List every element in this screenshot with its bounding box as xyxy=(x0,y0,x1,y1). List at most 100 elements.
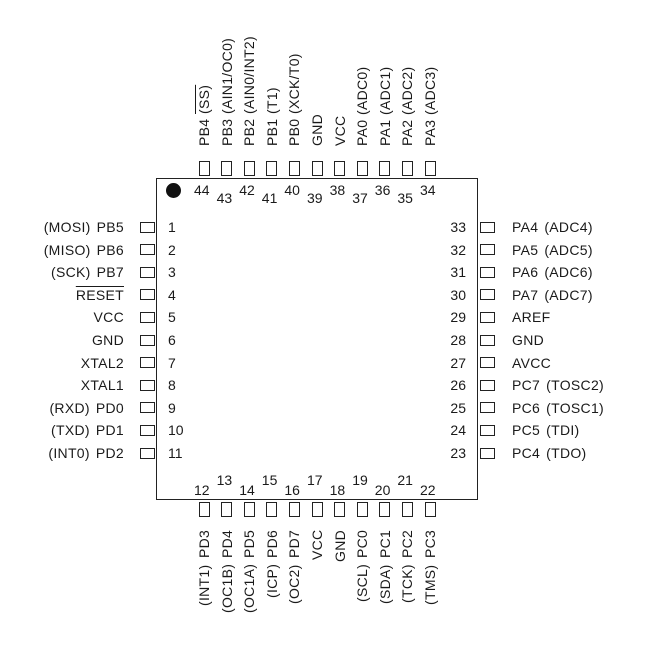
pin-alt-function: (TCK) xyxy=(399,564,416,603)
pin-pad-5 xyxy=(140,311,155,323)
pin-pad-38 xyxy=(334,161,346,176)
pin-name-gnd: GND xyxy=(91,332,124,348)
pin-number-2: 2 xyxy=(168,241,176,258)
pin-number-5: 5 xyxy=(168,309,176,326)
pin-alt-function: (ICP) xyxy=(263,564,280,599)
pin-name-vcc: VCC xyxy=(93,309,124,326)
pin-pad-11 xyxy=(140,447,155,459)
pin-number-25: 25 xyxy=(450,399,466,416)
pin-number-30: 30 xyxy=(450,286,466,303)
pin-pad-41 xyxy=(266,161,278,176)
pin-number-37: 37 xyxy=(352,190,368,206)
pin-name-pb0: PB0 xyxy=(286,118,303,146)
pin-pad-40 xyxy=(288,161,300,176)
pin-number-24: 24 xyxy=(450,422,466,439)
pin-alt-function: (TDI) xyxy=(546,422,580,439)
pin-alt-function: (ADC6) xyxy=(544,264,593,281)
pin-alt-function: (T1) xyxy=(263,86,280,114)
pin-number-29: 29 xyxy=(450,309,466,326)
pin-name-pc3: PC3 xyxy=(422,530,438,559)
pin-number-35: 35 xyxy=(397,190,413,206)
pin-pad-20 xyxy=(379,502,391,517)
pin-number-22: 22 xyxy=(420,482,436,498)
pin-number-20: 20 xyxy=(374,482,391,498)
pin-alt-function: (TOSC1) xyxy=(546,399,604,416)
pin-number-10: 10 xyxy=(168,422,184,439)
pin-alt-function: (INT0) xyxy=(48,445,90,461)
pin-number-17: 17 xyxy=(307,472,323,488)
pin-pad-44 xyxy=(198,161,210,176)
pin-name-pd5: PD5 xyxy=(241,530,258,559)
pin-name-gnd: GND xyxy=(512,332,545,348)
pin-number-19: 19 xyxy=(352,472,368,488)
pin-alt-function: (AIN1/OC0) xyxy=(218,37,235,114)
pin-pad-2 xyxy=(140,244,155,256)
pin-name-pb2: PB2 xyxy=(241,118,258,146)
pin-alt-function: (INT1) xyxy=(196,564,212,606)
pin-number-40: 40 xyxy=(284,182,300,198)
pin-name-pa3: PA3 xyxy=(422,119,438,146)
pin-name-pd1: PD1 xyxy=(95,422,124,439)
pin-name-pd3: PD3 xyxy=(196,530,212,559)
pin-name-pb4: PB4 xyxy=(196,118,212,146)
pin-name-pa0: PA0 xyxy=(354,119,371,146)
pin-name-pb6: PB6 xyxy=(96,241,124,258)
pin-pad-39 xyxy=(311,161,323,176)
pin-number-7: 7 xyxy=(168,354,176,371)
pin-number-41: 41 xyxy=(261,190,278,206)
pin-number-3: 3 xyxy=(168,264,176,281)
pin-name-pa5: PA5 xyxy=(512,241,539,258)
pin-name-pc7: PC7 xyxy=(512,377,541,394)
pin-alt-function: (SCK) xyxy=(51,264,91,281)
pin-number-33: 33 xyxy=(450,219,466,235)
pin-name-pd2: PD2 xyxy=(95,445,124,461)
pin-name-gnd: GND xyxy=(331,530,348,563)
pin-number-43: 43 xyxy=(216,190,233,206)
pin-name-pc2: PC2 xyxy=(399,530,416,559)
pin1-indicator-dot xyxy=(166,183,181,198)
pin-number-18: 18 xyxy=(329,482,346,498)
pin-number-32: 32 xyxy=(450,241,466,258)
pin-pad-29 xyxy=(480,311,495,323)
pin-pad-35 xyxy=(401,161,413,176)
pin-pad-3 xyxy=(140,266,155,278)
pin-name-vcc: VCC xyxy=(331,115,348,146)
pin-name-xtal1: XTAL1 xyxy=(80,377,124,394)
pin-alt-function: (TMS) xyxy=(422,564,438,605)
pin-alt-function: (RXD) xyxy=(49,399,90,416)
pin-name-pa6: PA6 xyxy=(512,264,539,281)
pin-number-11: 11 xyxy=(168,445,183,461)
pin-name-pd0: PD0 xyxy=(95,399,124,416)
pin-pad-1 xyxy=(140,221,155,233)
pin-name-xtal2: XTAL2 xyxy=(80,354,124,371)
pin-number-14: 14 xyxy=(239,482,255,498)
pin-number-27: 27 xyxy=(450,354,466,371)
pin-alt-function: (ADC4) xyxy=(544,219,593,235)
pin-name-pb3: PB3 xyxy=(218,118,235,146)
pin-number-28: 28 xyxy=(450,332,466,348)
pin-alt-function: (ADC7) xyxy=(544,286,593,303)
pin-alt-function: (SS) xyxy=(196,84,212,114)
pin-pad-10 xyxy=(140,424,155,436)
pin-pad-24 xyxy=(480,424,495,436)
pin-number-26: 26 xyxy=(450,377,466,394)
pin-pad-4 xyxy=(140,289,155,301)
pin-pad-7 xyxy=(140,357,155,369)
pin-pad-22 xyxy=(424,502,436,517)
pin-alt-function: (TDO) xyxy=(546,445,587,461)
pin-alt-function: (ADC5) xyxy=(544,241,593,258)
pin-pad-28 xyxy=(480,334,495,346)
pin-pad-36 xyxy=(379,161,391,176)
pin-pad-8 xyxy=(140,379,155,391)
pin-name-pd7: PD7 xyxy=(286,530,303,559)
pin-name-pc6: PC6 xyxy=(512,399,541,416)
pin-number-39: 39 xyxy=(307,190,323,206)
pin-number-6: 6 xyxy=(168,332,176,348)
pin-pad-18 xyxy=(334,502,346,517)
pin-pad-17 xyxy=(311,502,323,517)
pin-number-44: 44 xyxy=(194,182,210,198)
pin-name-pc4: PC4 xyxy=(512,445,541,461)
pin-name-pb5: PB5 xyxy=(96,219,124,235)
pin-name-pb7: PB7 xyxy=(96,264,124,281)
